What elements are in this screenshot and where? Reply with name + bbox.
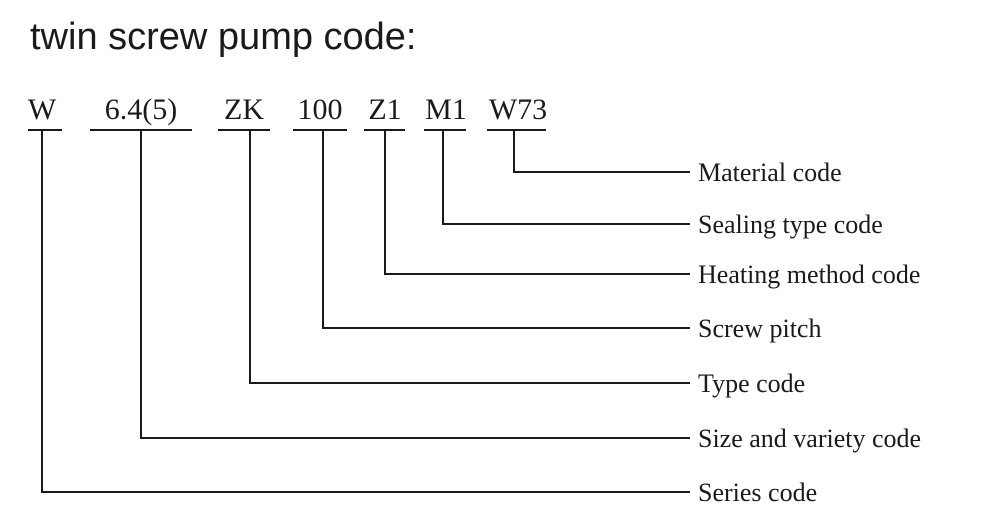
leader-line: [513, 130, 690, 173]
leader-line: [442, 130, 690, 225]
segment-code: ZK: [224, 93, 264, 126]
segment-code: W73: [489, 93, 547, 126]
leader-line: [41, 130, 690, 493]
leader-line: [140, 130, 690, 439]
leader-line: [322, 130, 690, 329]
segment-code: 6.4(5): [105, 93, 177, 126]
segment-code: M1: [425, 93, 467, 126]
segment-code: W: [28, 93, 57, 126]
code-segment: ZK Type code: [218, 93, 805, 398]
code-segment: W Series code: [28, 93, 817, 507]
segment-label: Sealing type code: [698, 210, 883, 239]
segment-code: Z1: [368, 93, 401, 126]
leader-line: [384, 130, 690, 275]
segment-label: Screw pitch: [698, 314, 821, 343]
segment-label: Material code: [698, 158, 842, 187]
diagram-title: twin screw pump code:: [30, 16, 417, 58]
segment-code: 100: [298, 93, 343, 126]
segment-label: Size and variety code: [698, 424, 921, 453]
segment-label: Heating method code: [698, 260, 920, 289]
segment-label: Series code: [698, 478, 817, 507]
code-segment: 6.4(5) Size and variety code: [90, 93, 921, 453]
segment-label: Type code: [698, 369, 805, 398]
leader-line: [249, 130, 690, 384]
